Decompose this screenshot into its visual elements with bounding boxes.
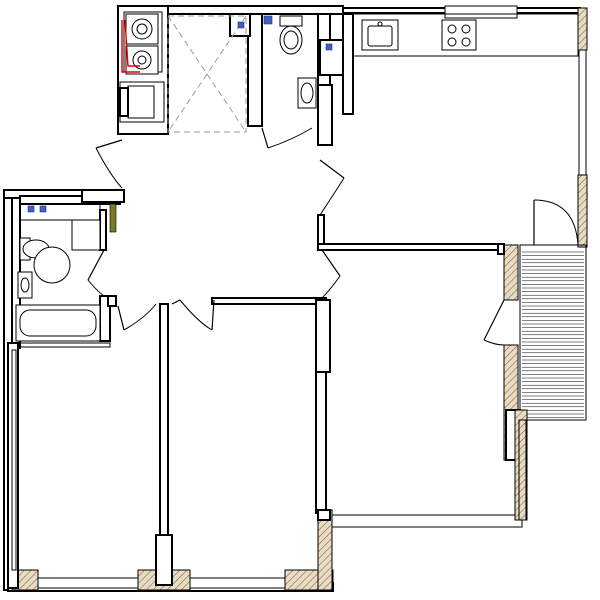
- doors: [87, 127, 579, 346]
- toilet-icon: [279, 15, 303, 55]
- washbasin-icon: [297, 77, 317, 109]
- bath-washbasin-icon: [33, 246, 71, 284]
- kitchen-window: [444, 5, 518, 19]
- sink-icon: [17, 271, 33, 299]
- bath-counter: [19, 203, 117, 251]
- interior-walls: [7, 5, 505, 589]
- bathtub-icon: [15, 304, 101, 342]
- bedroom-window-2: [189, 577, 286, 589]
- storage-closet: [119, 81, 165, 123]
- balcony: [503, 244, 587, 521]
- heating-pipes: [121, 19, 140, 73]
- kitchen-window-right: [578, 49, 587, 176]
- kitchen-sink-icon: [361, 19, 399, 51]
- radiator-left: [11, 349, 17, 571]
- boiler-icon: [125, 45, 159, 75]
- stove-icon: [441, 19, 477, 51]
- riser-toilet: [237, 15, 333, 51]
- kitchen-counter: [352, 13, 579, 57]
- bedroom-window-1: [37, 577, 139, 589]
- washing-machine-icon: [125, 13, 159, 45]
- dashed-zone: [167, 15, 247, 133]
